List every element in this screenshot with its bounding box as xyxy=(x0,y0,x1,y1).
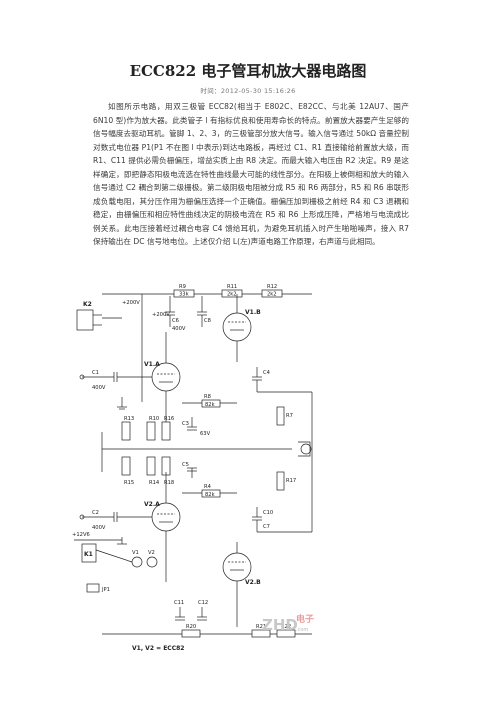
label-v1a: V1.A xyxy=(144,361,160,368)
label-200v: +200V xyxy=(122,300,140,306)
label-c11: C11 xyxy=(174,600,184,606)
article-timestamp: 时间：2012-05-30 15:16:26 xyxy=(200,87,296,95)
watermark-sub: 电子 xyxy=(296,613,314,625)
label-r13: R13 xyxy=(124,416,134,422)
label-r16: R16 xyxy=(164,416,174,422)
label-c6: C6 xyxy=(172,318,179,324)
label-r11-value: 2k2 xyxy=(227,292,237,298)
label-r8-value: 82k xyxy=(205,402,215,408)
label-c3: C3 xyxy=(182,421,189,427)
watermark-logo: ZHD xyxy=(262,616,298,634)
label-c4: C4 xyxy=(263,370,271,376)
label-r4: R4 xyxy=(204,484,212,490)
label-r4-value: 82k xyxy=(205,492,215,498)
label-r12-value: 2k2 xyxy=(267,292,277,298)
circuit-schematic: K2 +200V +200V R9 33k R11 2k2 R12 2k2 C6… xyxy=(62,282,328,656)
label-c10: C10 xyxy=(263,510,273,516)
label-v2b: V2.B xyxy=(245,579,261,586)
label-v1b: V1.B xyxy=(245,309,261,316)
label-r14: R14 xyxy=(149,480,160,486)
label-r7: R7 xyxy=(286,413,293,419)
label-c2: C2 xyxy=(92,510,99,516)
label-r11: R11 xyxy=(227,284,237,290)
label-400v-c2: 400V xyxy=(92,525,106,531)
label-r20: R20 xyxy=(186,624,196,630)
label-jp1: JP1 xyxy=(101,587,110,593)
label-c7: C7 xyxy=(263,524,270,530)
label-r10: R10 xyxy=(149,416,159,422)
label-k1: K1 xyxy=(84,551,93,558)
article-body: 如图所示电路，用双三极管 ECC82(相当于 E802C、E82CC、与北美 1… xyxy=(93,102,409,246)
label-v1: V1 xyxy=(132,550,139,556)
label-r21: R21 xyxy=(256,624,266,630)
watermark-domain: .com xyxy=(296,627,308,633)
label-c8: C8 xyxy=(204,318,211,324)
label-r22: R22 xyxy=(281,624,291,630)
label-k2: K2 xyxy=(83,301,92,308)
label-c5: C5 xyxy=(182,462,189,468)
label-r12: R12 xyxy=(267,284,277,290)
label-c12: C12 xyxy=(198,600,208,606)
label-r9: R9 xyxy=(179,284,186,290)
label-400v-top: 400V xyxy=(172,326,186,332)
label-r18: R18 xyxy=(164,480,174,486)
schematic-svg: K2 +200V +200V R9 33k R11 2k2 R12 2k2 C6… xyxy=(72,284,314,652)
label-r9-value: 33k xyxy=(179,292,189,298)
label-c1: C1 xyxy=(92,370,99,376)
article-title: ECC822 电子管耳机放大器电路图 xyxy=(129,62,367,80)
label-v2: V2 xyxy=(148,550,155,556)
label-r8: R8 xyxy=(204,394,211,400)
label-v2a: V2.A xyxy=(144,501,160,508)
label-r15: R15 xyxy=(124,480,134,486)
schematic-footer: V1, V2 = ECC82 xyxy=(132,645,184,652)
label-12v: +12V6 xyxy=(72,532,90,538)
label-r17: R17 xyxy=(286,478,296,484)
label-400v-c1: 400V xyxy=(92,385,106,391)
label-63v: 63V xyxy=(200,431,211,437)
label-200v-b: +200V xyxy=(152,312,170,318)
